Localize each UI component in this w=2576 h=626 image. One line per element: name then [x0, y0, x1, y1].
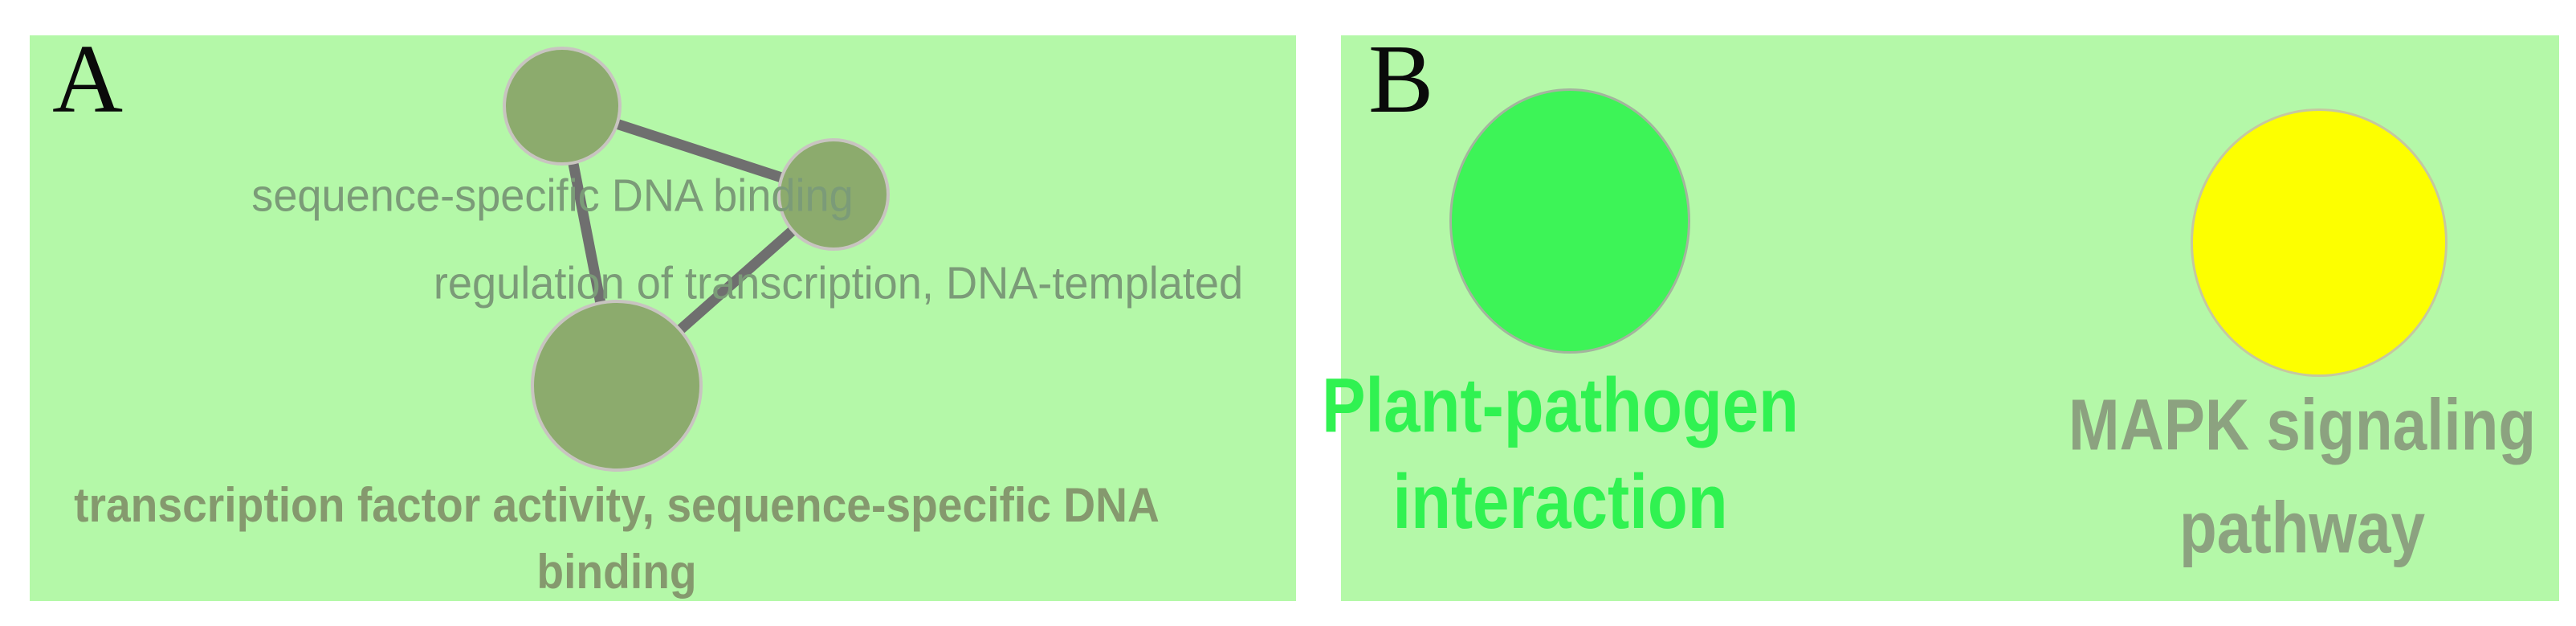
bubble-label-plant-pathogen-line2: interaction: [1392, 459, 1728, 546]
bubble-label-mapk-line1: MAPK signaling: [2068, 385, 2537, 466]
panel-a: A sequence-specific DNA binding regulati…: [30, 31, 1296, 601]
panel-a-label: A: [52, 25, 124, 133]
panel-b-label: B: [1368, 25, 1434, 133]
node-label-transcription-factor-activity-line1: transcription factor activity, sequence-…: [74, 478, 1160, 532]
node-label-transcription-factor-activity-line2: binding: [536, 545, 697, 599]
node-label-sequence-specific-dna-binding: sequence-specific DNA binding: [251, 170, 854, 222]
go-term-network: [503, 47, 890, 472]
network-node-transcription-factor-activity: [531, 300, 703, 472]
network-node-regulation-of-transcription: [777, 138, 890, 251]
node-label-regulation-of-transcription: regulation of transcription, DNA-templat…: [433, 257, 1244, 309]
panel-b: B Plant-pathogen interaction MAPK signal…: [1322, 31, 2559, 601]
network-node-sequence-specific-dna-binding: [503, 47, 622, 166]
bubble-plant-pathogen-interaction: [1449, 88, 1690, 354]
bubble-label-plant-pathogen-line1: Plant-pathogen: [1322, 362, 1799, 449]
bubble-mapk-signaling-pathway: [2191, 108, 2448, 377]
bubble-label-mapk-line2: pathway: [2179, 488, 2426, 569]
